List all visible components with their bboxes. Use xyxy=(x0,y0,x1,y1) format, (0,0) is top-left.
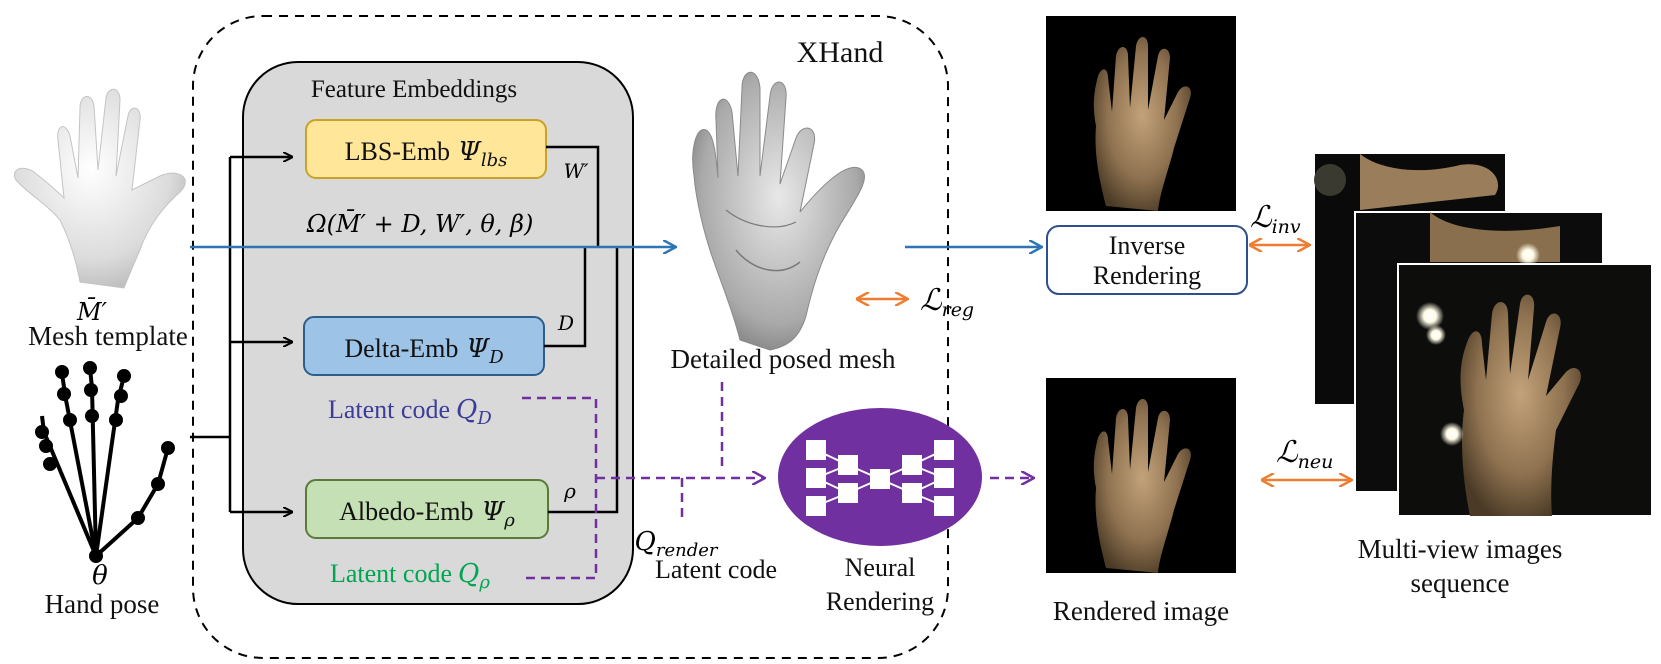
inv-loss-label: ℒinv xyxy=(1250,200,1301,238)
q-render-label: Qrender xyxy=(635,527,719,561)
delta-emb-sub: D xyxy=(488,347,504,368)
neu-loss-sub: neu xyxy=(1298,451,1334,473)
neural-rendering-network xyxy=(778,408,982,546)
hand-pose-skeleton xyxy=(35,361,175,563)
hand-pose-label: Hand pose xyxy=(45,589,160,619)
detailed-posed-mesh-label: Detailed posed mesh xyxy=(671,344,896,374)
albedo-emb-label: Albedo-Emb Ψρ xyxy=(339,497,515,531)
mesh-template-hand-image xyxy=(14,88,186,289)
delta-emb-name: Delta-Emb xyxy=(344,334,458,363)
inv-loss-symbol: ℒ xyxy=(1250,200,1273,235)
multiview-images-stack xyxy=(1314,154,1653,517)
lbs-emb-name: LBS-Emb xyxy=(345,137,450,166)
multiview-image-front xyxy=(1397,263,1653,517)
embedding-output-connectors xyxy=(544,145,619,514)
reg-loss-symbol: ℒ xyxy=(920,283,943,318)
xhand-title: XHand xyxy=(797,36,884,69)
latent-code-d-symbol: Q xyxy=(456,395,477,425)
multiview-label-line2: sequence xyxy=(1411,568,1510,598)
inv-loss-sub: inv xyxy=(1272,216,1301,238)
mesh-template-label: Mesh template xyxy=(28,321,188,351)
latent-code-paths xyxy=(522,382,1034,580)
delta-emb-symbol: Ψ xyxy=(466,334,490,364)
lbs-emb-sub: lbs xyxy=(481,150,508,171)
neu-loss-label: ℒneu xyxy=(1276,435,1333,473)
lbs-output-symbol: W′ xyxy=(563,159,589,183)
delta-output-symbol: D xyxy=(557,311,574,335)
latent-code-rho-symbol: Q xyxy=(458,559,479,589)
delta-emb-label: Delta-Emb ΨD xyxy=(344,334,504,368)
q-render-symbol: Q xyxy=(635,527,656,557)
latent-code-rho-text: Latent code xyxy=(330,559,452,588)
pose-symbol: θ xyxy=(92,561,108,591)
feature-embeddings-title: Feature Embeddings xyxy=(311,76,517,103)
albedo-emb-symbol: Ψ xyxy=(481,497,505,527)
detailed-posed-mesh-image xyxy=(692,71,865,351)
mesh-symbol: M̄′ xyxy=(76,298,108,326)
lbs-emb-symbol: Ψ xyxy=(458,137,482,167)
rendered-image-label: Rendered image xyxy=(1053,596,1229,626)
reg-loss-sub: reg xyxy=(942,299,975,321)
inverse-rendered-image xyxy=(1046,16,1236,211)
inverse-rendering-box xyxy=(1046,225,1248,295)
lbs-emb-box xyxy=(305,119,547,179)
albedo-output-symbol: ρ xyxy=(563,479,576,503)
multiview-label-line1: Multi-view images xyxy=(1358,534,1563,564)
neural-rendering-line1: Neural xyxy=(845,553,916,582)
albedo-emb-box xyxy=(305,479,549,539)
omega-formula: Ω(M̄′ + D, W′, θ, β) xyxy=(306,210,534,238)
xhand-boundary xyxy=(192,15,949,659)
latent-code-rho-sub: ρ xyxy=(478,572,490,593)
neu-loss-symbol: ℒ xyxy=(1276,435,1299,470)
inverse-rendering-line2: Rendering xyxy=(1093,261,1201,290)
latent-code-d-sub: D xyxy=(476,408,492,429)
rendered-image xyxy=(1046,378,1236,573)
q-render-sub: render xyxy=(656,540,719,561)
albedo-emb-sub: ρ xyxy=(503,510,515,531)
neural-rendering-line2: Rendering xyxy=(826,587,934,616)
latent-code-d-text: Latent code xyxy=(328,395,450,424)
inverse-rendering-line1: Inverse xyxy=(1109,231,1186,260)
albedo-emb-name: Albedo-Emb xyxy=(339,497,473,526)
q-render-text: Latent code xyxy=(655,555,777,584)
reg-loss-label: ℒreg xyxy=(920,283,974,321)
lbs-emb-label: LBS-Emb Ψlbs xyxy=(345,137,508,171)
input-connectors xyxy=(190,157,292,512)
